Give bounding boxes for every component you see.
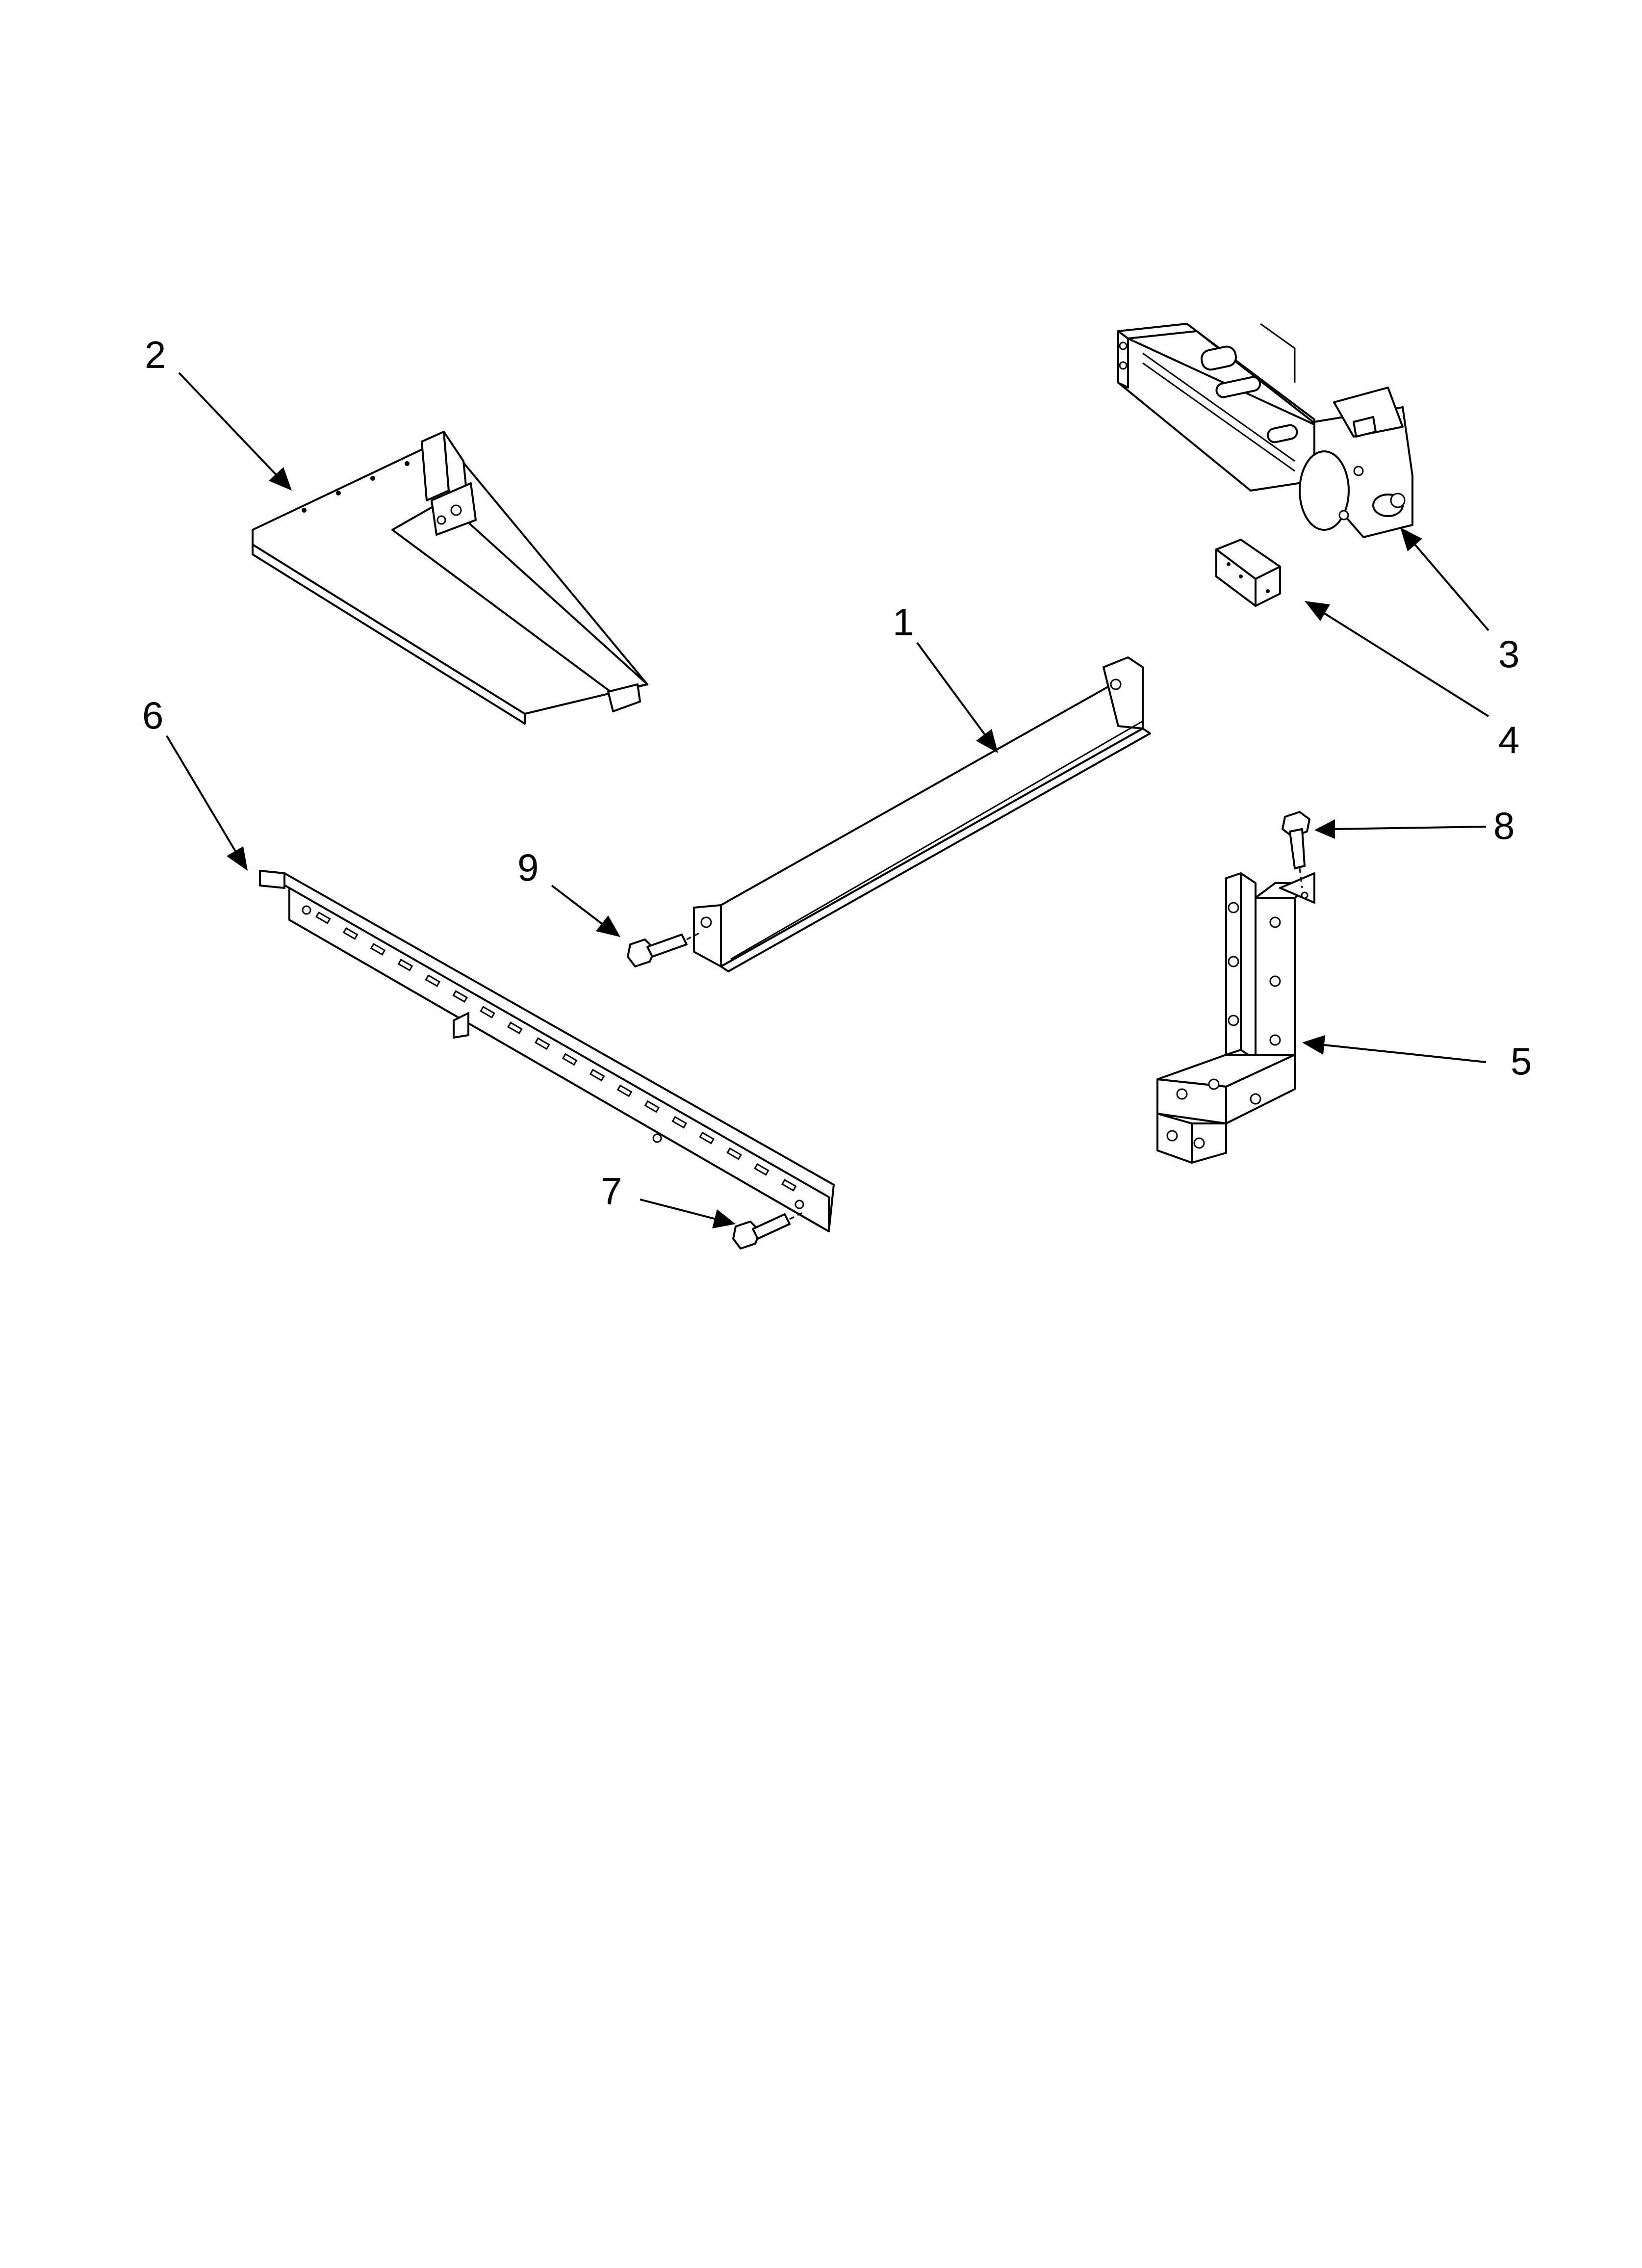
rail-slot: [699, 1131, 715, 1145]
callout-4: 4: [1498, 718, 1519, 761]
rail-slot: [644, 1100, 660, 1113]
callout-8: 8: [1493, 804, 1514, 847]
rail-slot: [342, 927, 359, 940]
rail-slot: [726, 1147, 742, 1160]
part-4-block: [1215, 539, 1281, 607]
rail-slot: [535, 1037, 550, 1050]
callout-2: 2: [145, 333, 166, 376]
part-9-screw: [627, 931, 702, 967]
rail-slot: [589, 1069, 605, 1082]
callout-9: 9: [517, 846, 539, 889]
rail-slot: [425, 974, 441, 987]
rail-slot: [616, 1084, 633, 1097]
part-2-l-shield: [252, 431, 648, 725]
rail-slot: [507, 1021, 523, 1035]
rail-slot: [781, 1178, 797, 1192]
callout-6: 6: [142, 694, 163, 737]
rail-slot: [671, 1116, 688, 1129]
callout-7: 7: [601, 1170, 622, 1213]
part-6-slots: [315, 911, 797, 1192]
rail-slot: [397, 959, 413, 971]
callout-3: 3: [1498, 632, 1519, 676]
callout-labels: 2 1 3 4 8 6 9 5 7: [142, 333, 1532, 1213]
rail-slot: [562, 1053, 578, 1066]
part-3-motor-assembly: [1117, 323, 1413, 538]
part-5-l-bracket: [1156, 872, 1315, 1164]
rail-slot: [754, 1163, 770, 1176]
rail-slot: [480, 1006, 495, 1019]
part-7-screw: [732, 1211, 805, 1250]
part-1-channel-bracket: [693, 656, 1151, 972]
rail-slot: [452, 990, 468, 1003]
callout-5: 5: [1511, 1040, 1532, 1083]
rail-slot: [315, 911, 331, 924]
leader-lines: [166, 372, 1489, 1228]
rail-slot: [370, 943, 386, 956]
part-8-screw: [1282, 811, 1310, 888]
callout-1: 1: [893, 600, 914, 644]
